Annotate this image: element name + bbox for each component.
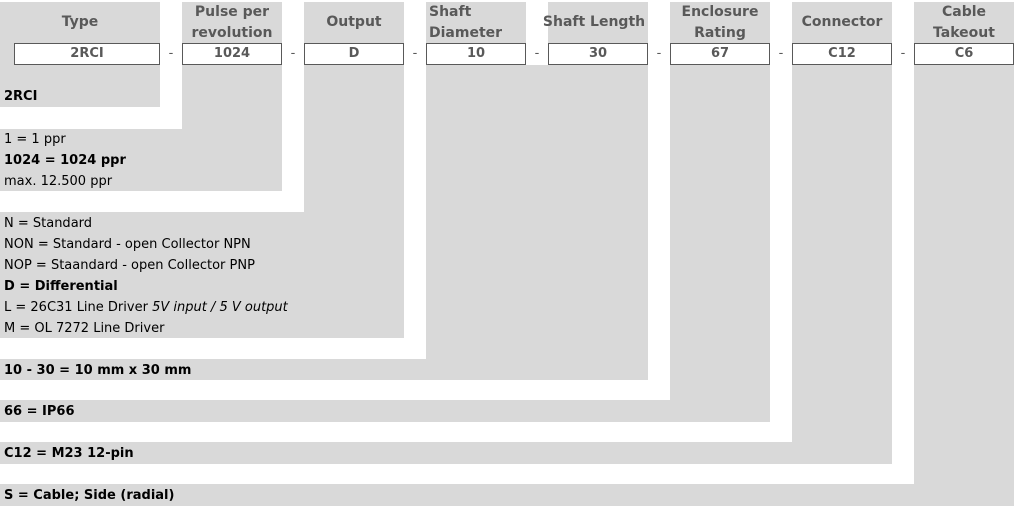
separator-dash: - [534, 46, 540, 61]
option-pulse-1: 1 = 1 ppr [4, 132, 66, 147]
option-enclosure: 66 = IP66 [4, 404, 75, 419]
code-shaft-length: 30 [548, 43, 648, 65]
header-type: Type [61, 14, 99, 30]
code-type: 2RCI [14, 43, 160, 65]
cable-column-band [914, 2, 1014, 484]
option-shaft: 10 - 30 = 10 mm x 30 mm [4, 363, 192, 378]
separator-dash: - [412, 46, 418, 61]
option-pulse-1024: 1024 = 1024 ppr [4, 153, 126, 168]
separator-dash: - [778, 46, 784, 61]
header-cable-takeout: Cable Takeout [933, 4, 995, 41]
code-enclosure: 67 [670, 43, 770, 65]
option-output-non: NON = Standard - open Collector NPN [4, 237, 251, 252]
header-output: Output [326, 14, 382, 30]
separator-dash: - [168, 46, 174, 61]
option-output-l-main: L = 26C31 Line Driver [4, 300, 153, 315]
header-shaft-length: Shaft Length [542, 14, 646, 30]
shaft-options-band [0, 359, 648, 380]
code-output: D [304, 43, 404, 65]
code-connector: C12 [792, 43, 892, 65]
option-connector: C12 = M23 12-pin [4, 446, 134, 461]
header-connector: Connector [801, 14, 883, 30]
connector-column-band [792, 2, 892, 442]
code-pulse: 1024 [182, 43, 282, 65]
option-output-nop: NOP = Staandard - open Collector PNP [4, 258, 255, 273]
pulse-column-band [182, 2, 282, 129]
enclosure-options-band [0, 400, 770, 422]
separator-dash: - [656, 46, 662, 61]
enclosure-column-band [670, 2, 770, 400]
option-cable: S = Cable; Side (radial) [4, 488, 175, 503]
output-options-band [0, 212, 404, 338]
code-shaft-diameter: 10 [426, 43, 526, 65]
option-output-d: D = Differential [4, 279, 118, 294]
cable-options-band [0, 484, 1014, 506]
option-output-n: N = Standard [4, 216, 93, 231]
shaft-gap-band [526, 65, 548, 359]
output-column-band [304, 2, 404, 212]
code-cable: C6 [914, 43, 1014, 65]
option-output-m: M = OL 7272 Line Driver [4, 321, 165, 336]
pulse-options-band [0, 129, 282, 191]
connector-options-band [0, 442, 892, 464]
separator-dash: - [290, 46, 296, 61]
separator-dash: - [900, 46, 906, 61]
header-enclosure-rating: Enclosure Rating [681, 4, 759, 41]
header-pulse-per-revolution: Pulse per revolution [191, 4, 273, 41]
option-type-2rci: 2RCI [4, 89, 38, 104]
option-output-l-italic: 5V input / 5 V output [152, 300, 288, 315]
option-output-l: L = 26C31 Line Driver 5V input / 5 V out… [4, 297, 288, 318]
option-pulse-max: max. 12.500 ppr [4, 174, 113, 189]
header-shaft-diameter: Shaft Diameter [429, 4, 503, 41]
